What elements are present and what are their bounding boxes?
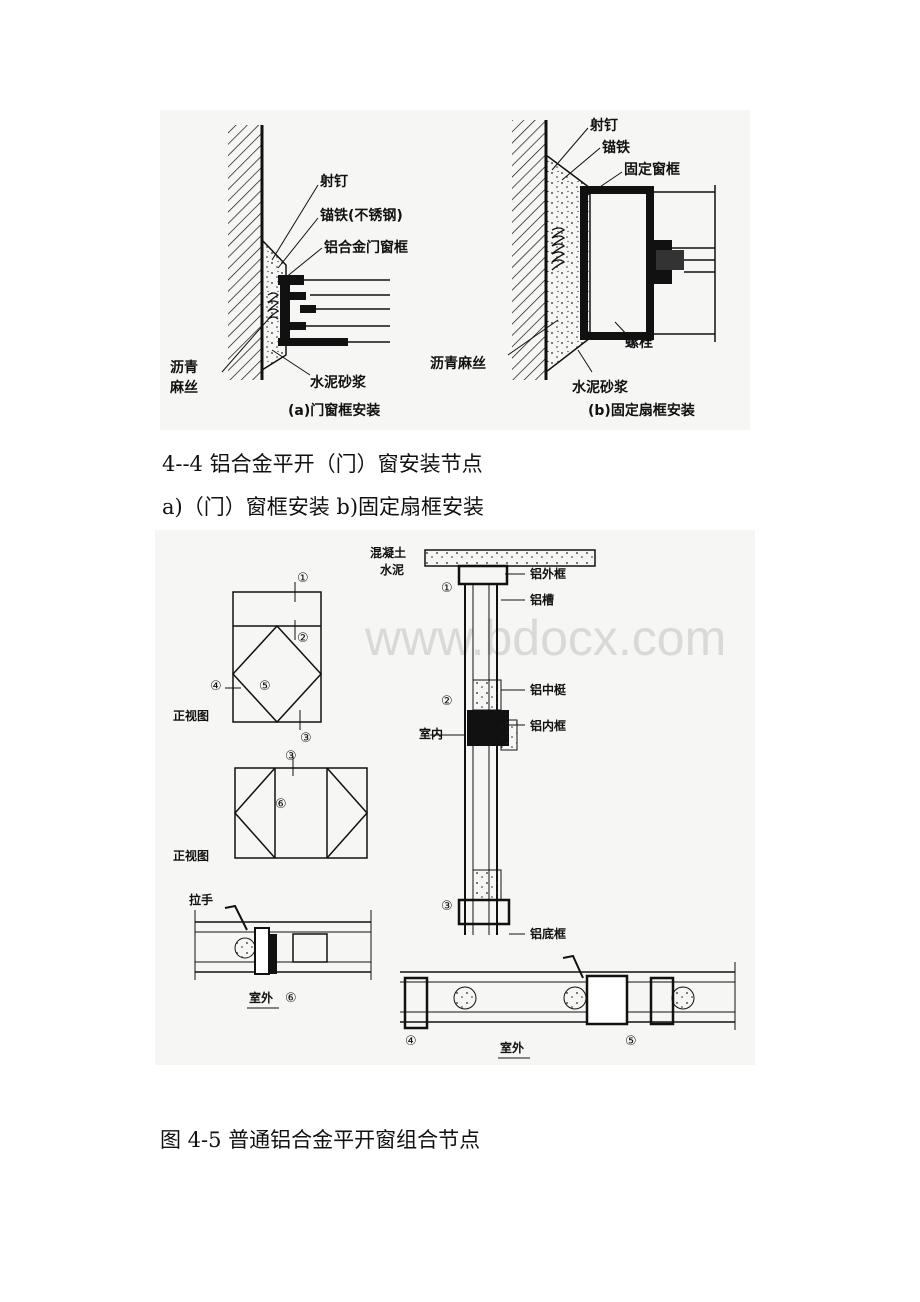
label-b-cement-mortar: 水泥砂浆	[572, 379, 629, 396]
label-b-anchor-iron: 锚铁	[602, 139, 630, 156]
label-a-asphalt-hemp-line1: 沥青	[170, 359, 198, 376]
figure-casement-window-nodes: www.bdocx.com ① ② ③ ④ ⑤ 正视图 ③ ⑥ 正视图	[155, 530, 755, 1065]
marker-4-front: ④	[210, 679, 222, 694]
label-front-view-2: 正视图	[173, 848, 209, 863]
label-a-shooting-nail: 射钉	[319, 173, 348, 190]
marker-1-front: ①	[297, 571, 309, 586]
caption-b: (b)固定扇框安装	[588, 402, 696, 419]
marker-5-hsection: ⑤	[625, 1034, 637, 1049]
horizontal-section: ④ ⑤ 室外	[400, 954, 736, 1059]
marker-5-front: ⑤	[259, 679, 271, 694]
marker-1-section: ①	[441, 581, 453, 596]
label-outdoor-bottom: 室外	[500, 1040, 524, 1055]
marker-6-front2: ⑥	[275, 797, 287, 812]
label-alu-mullion: 铝中梃	[530, 682, 566, 697]
label-a-asphalt-hemp-line2: 麻丝	[169, 379, 198, 396]
caption-figure-4-4-sub: a)（门）窗框安装 b)固定扇框安装	[162, 495, 485, 519]
diagram-a: 射钉 锚铁(不锈钢) 铝合金门窗框 沥青 麻丝 水泥砂浆 (a)门窗框安装	[169, 125, 408, 419]
marker-4-hsection: ④	[405, 1034, 417, 1049]
label-a-anchor-iron: 锚铁(不锈钢)	[320, 207, 403, 224]
caption-a: (a)门窗框安装	[288, 402, 381, 419]
label-handle: 拉手	[189, 892, 213, 907]
label-alu-groove: 铝槽	[530, 592, 554, 607]
label-b-bolt: 螺栓	[625, 334, 653, 351]
marker-3-front2: ③	[285, 749, 297, 764]
label-indoor: 室内	[419, 726, 443, 741]
marker-3-front: ③	[300, 731, 312, 746]
caption-figure-4-4: 4--4 铝合金平开（门）窗安装节点	[162, 452, 483, 476]
label-front-view-1: 正视图	[173, 708, 209, 723]
handle-section: 拉手 室外 ⑥	[189, 892, 372, 1009]
label-alu-inner-frame: 铝内框	[530, 718, 566, 733]
label-cement: 水泥	[380, 562, 404, 577]
front-view-1: ① ② ③ ④ ⑤ 正视图	[173, 571, 323, 746]
label-b-fixed-frame: 固定窗框	[624, 161, 680, 178]
figure-window-frame-installation: 射钉 锚铁(不锈钢) 铝合金门窗框 沥青 麻丝 水泥砂浆 (a)门窗框安装 射钉…	[160, 110, 750, 430]
vertical-section: 混凝土 水泥 铝外框 铝槽 铝中梃 室内 铝内框 铝底框 ① ② ③	[370, 545, 596, 941]
marker-3-section: ③	[441, 899, 453, 914]
label-a-alu-frame: 铝合金门窗框	[324, 239, 408, 256]
label-outdoor-left: 室外	[249, 990, 273, 1005]
label-b-asphalt-hemp: 沥青麻丝	[430, 355, 486, 372]
label-concrete: 混凝土	[370, 545, 406, 560]
marker-6-section: ⑥	[285, 991, 297, 1006]
marker-2-section: ②	[441, 694, 453, 709]
diagram-b: 射钉 锚铁 固定窗框 螺栓 沥青麻丝 水泥砂浆 (b)固定扇框安装	[430, 117, 716, 419]
watermark: www.bdocx.com	[364, 610, 726, 666]
front-view-2: ③ ⑥ 正视图	[173, 749, 369, 863]
label-a-cement-mortar: 水泥砂浆	[310, 374, 367, 391]
caption-figure-4-5: 图 4-5 普通铝合金平开窗组合节点	[160, 1128, 481, 1152]
label-alu-bottom-frame: 铝底框	[530, 926, 566, 941]
label-b-shooting-nail: 射钉	[589, 117, 618, 134]
label-alu-outer-frame: 铝外框	[530, 566, 566, 581]
marker-2-front: ②	[297, 631, 309, 646]
